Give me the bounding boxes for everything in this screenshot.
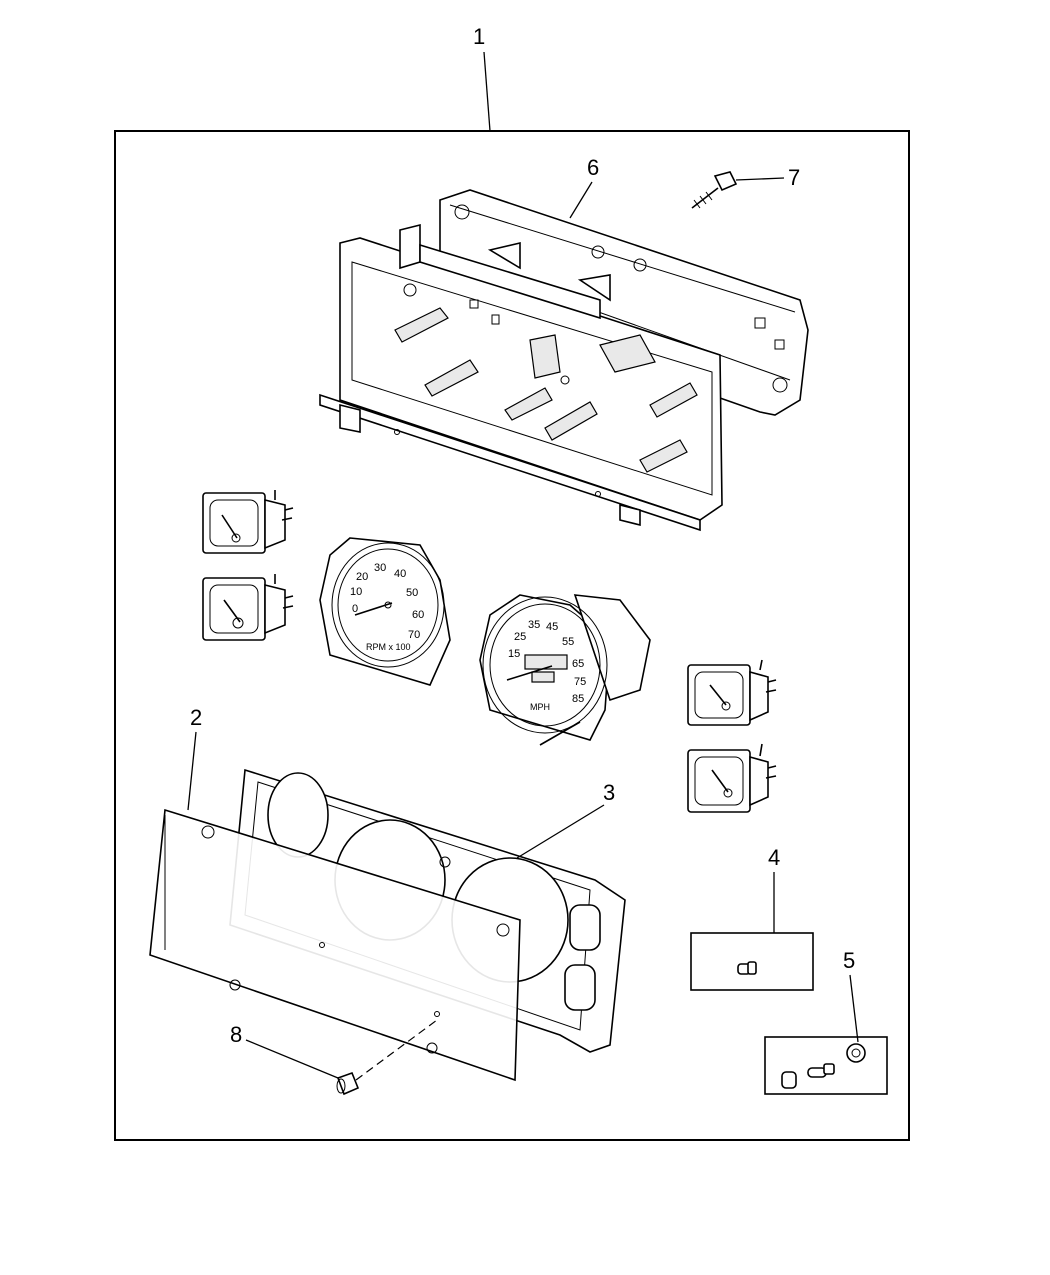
leader-2 <box>187 731 197 811</box>
cluster-housing <box>319 189 809 532</box>
knob-icon <box>336 1071 360 1096</box>
tach-tick-60: 60 <box>412 609 424 621</box>
tach-tick-20: 20 <box>356 571 368 583</box>
cluster-lens <box>149 808 521 1082</box>
speed-tick-65: 65 <box>572 658 584 670</box>
callout-7: 7 <box>788 165 800 190</box>
tach-tick-40: 40 <box>394 568 406 580</box>
speedometer-gauge: 15 25 35 45 55 65 75 85 MPH <box>479 594 651 746</box>
tach-unit: RPM x 100 <box>366 642 411 652</box>
bulb-socket-icon <box>781 1043 866 1089</box>
tach-tick-0: 0 <box>352 603 358 615</box>
callout-8: 8 <box>230 1022 242 1047</box>
assembly-border <box>114 130 910 1141</box>
speed-tick-55: 55 <box>562 636 574 648</box>
speed-tick-85: 85 <box>572 693 584 705</box>
gauge-right-top <box>687 659 777 726</box>
leader-1 <box>483 51 491 132</box>
tachometer-gauge: 0 10 20 30 40 50 60 70 RPM x 100 <box>319 537 451 686</box>
leader-5 <box>849 974 859 1043</box>
leader-6 <box>569 181 593 219</box>
callout-1: 1 <box>473 24 485 49</box>
callout-2: 2 <box>190 705 202 730</box>
callout-5: 5 <box>843 948 855 973</box>
knob-axis-dashed <box>355 1019 438 1081</box>
leader-8 <box>245 1039 339 1079</box>
speed-tick-35: 35 <box>528 619 540 631</box>
tach-tick-70: 70 <box>408 629 420 641</box>
speed-tick-45: 45 <box>546 621 558 633</box>
bulb-icon <box>737 961 757 975</box>
gauge-right-bottom <box>687 743 777 813</box>
callout-6: 6 <box>587 155 599 180</box>
speed-tick-25: 25 <box>514 631 526 643</box>
leader-3 <box>516 804 605 859</box>
tach-tick-50: 50 <box>406 587 418 599</box>
tach-tick-10: 10 <box>350 586 362 598</box>
gauge-left-top <box>202 490 294 554</box>
callout-4: 4 <box>768 845 780 870</box>
tach-tick-30: 30 <box>374 562 386 574</box>
gauge-left-bottom <box>202 574 294 641</box>
screw-icon <box>691 171 738 209</box>
speed-tick-75: 75 <box>574 676 586 688</box>
leader-7 <box>735 177 785 181</box>
speed-tick-15: 15 <box>508 648 520 660</box>
callout-3: 3 <box>603 780 615 805</box>
speed-unit: MPH <box>530 702 550 712</box>
